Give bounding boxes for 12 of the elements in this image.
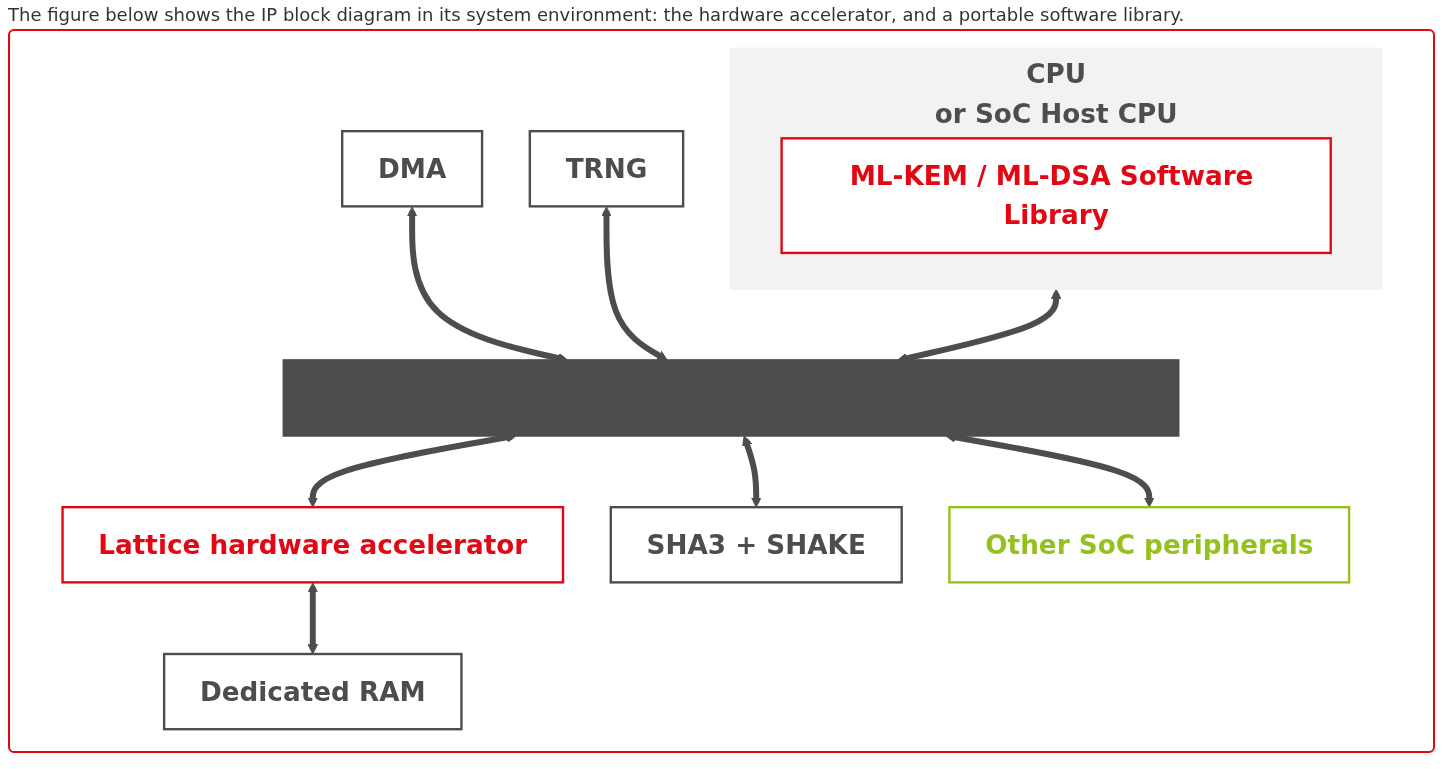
- arrow: [307, 582, 318, 655]
- node-box: Dedicated RAM: [162, 652, 463, 731]
- node-box: Other SoC peripherals: [947, 506, 1350, 584]
- arrow: [741, 435, 761, 508]
- title: The figure below shows the IP block diagram in its system environment: the hardware accelerator, and a portable software library.: [7, 3, 1186, 27]
- node-box: Lattice hardware accelerator: [60, 506, 564, 584]
- arrow: [600, 206, 668, 361]
- node-box: SHA3 + SHAKE: [609, 506, 903, 584]
- node-bar: [282, 359, 1179, 437]
- node-box: ML-KEM / ML-DSA Software Library: [779, 137, 1332, 255]
- node-box: DMA: [340, 129, 483, 208]
- node-box: TRNG: [528, 129, 684, 208]
